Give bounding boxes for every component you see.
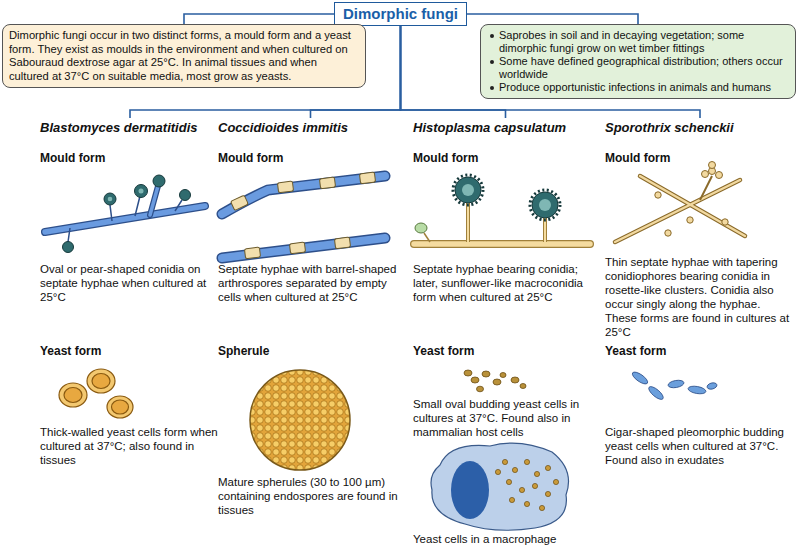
- info-box: Dimorphic fungi occur in two distinct fo…: [2, 24, 366, 88]
- bullet-dot: [490, 34, 494, 38]
- description: Septate hyphae bearing conidia; later, s…: [413, 262, 598, 304]
- form-heading: Yeast form: [40, 344, 220, 359]
- bullet-item: Saprobes in soil and in decaying vegetat…: [489, 29, 789, 55]
- species-name: Sporothrix schenckii: [605, 120, 795, 136]
- species-column: Sporothrix schenckiiMould formThin septa…: [605, 118, 795, 550]
- figure-caption: Yeast cells in a macrophage: [413, 532, 598, 546]
- species-column: Coccidioides immitisMould formSeptate hy…: [218, 118, 403, 550]
- bullet-text: Saprobes in soil and in decaying vegetat…: [499, 29, 789, 55]
- connector-line: [184, 14, 334, 24]
- blastomyces-yeast: [59, 369, 133, 418]
- spherule: [250, 370, 350, 470]
- form-heading: Yeast form: [413, 344, 598, 359]
- bullet-dot: [490, 60, 494, 64]
- description: Oval or pear-shaped conidia on septate h…: [40, 262, 220, 304]
- title-text: Dimorphic fungi: [343, 5, 458, 23]
- bullet-text: Produce opportunistic infections in anim…: [499, 81, 789, 94]
- species-name: Histoplasma capsulatum: [413, 120, 598, 136]
- histoplasma-yeast: [464, 370, 526, 392]
- coccidioides-mould: [222, 172, 385, 259]
- form-heading: Mould form: [218, 151, 403, 166]
- form-heading: Mould form: [40, 151, 220, 166]
- title-box: Dimorphic fungi: [334, 2, 467, 26]
- description: Small oval budding yeast cells in cultur…: [413, 397, 598, 439]
- bullet-dot: [490, 86, 494, 90]
- form-heading: Mould form: [605, 151, 795, 166]
- description: Septate hyphae with barrel-shaped arthro…: [218, 262, 403, 304]
- histoplasma-mould: [414, 175, 590, 244]
- species-name: Blastomyces dermatitidis: [40, 120, 220, 136]
- species-name: Coccidioides immitis: [218, 120, 403, 136]
- connector-line: [467, 14, 638, 24]
- form-heading: Yeast form: [605, 344, 795, 359]
- sporothrix-mould: [615, 162, 745, 243]
- bullet-item: Produce opportunistic infections in anim…: [489, 81, 789, 94]
- sporothrix-yeast: [631, 370, 718, 401]
- info-box: Saprobes in soil and in decaying vegetat…: [480, 24, 796, 99]
- description: Thin septate hyphae with tapering conidi…: [605, 255, 795, 339]
- description: Thick-walled yeast cells form when cultu…: [40, 425, 220, 467]
- macrophage: [431, 443, 569, 530]
- species-column: Histoplasma capsulatumMould formSeptate …: [413, 118, 598, 550]
- description: Mature spherules (30 to 100 µm) containi…: [218, 475, 403, 517]
- blastomyces-mould: [45, 175, 205, 253]
- species-column: Blastomyces dermatitidisMould formOval o…: [40, 118, 220, 550]
- form-heading: Mould form: [413, 151, 598, 166]
- bullet-text: Some have defined geographical distribut…: [499, 55, 789, 81]
- bullet-item: Some have defined geographical distribut…: [489, 55, 789, 81]
- body-text: Dimorphic fungi occur in two distinct fo…: [9, 29, 359, 83]
- description: Cigar-shaped pleomorphic budding yeast c…: [605, 425, 795, 467]
- form-heading: Spherule: [218, 344, 403, 359]
